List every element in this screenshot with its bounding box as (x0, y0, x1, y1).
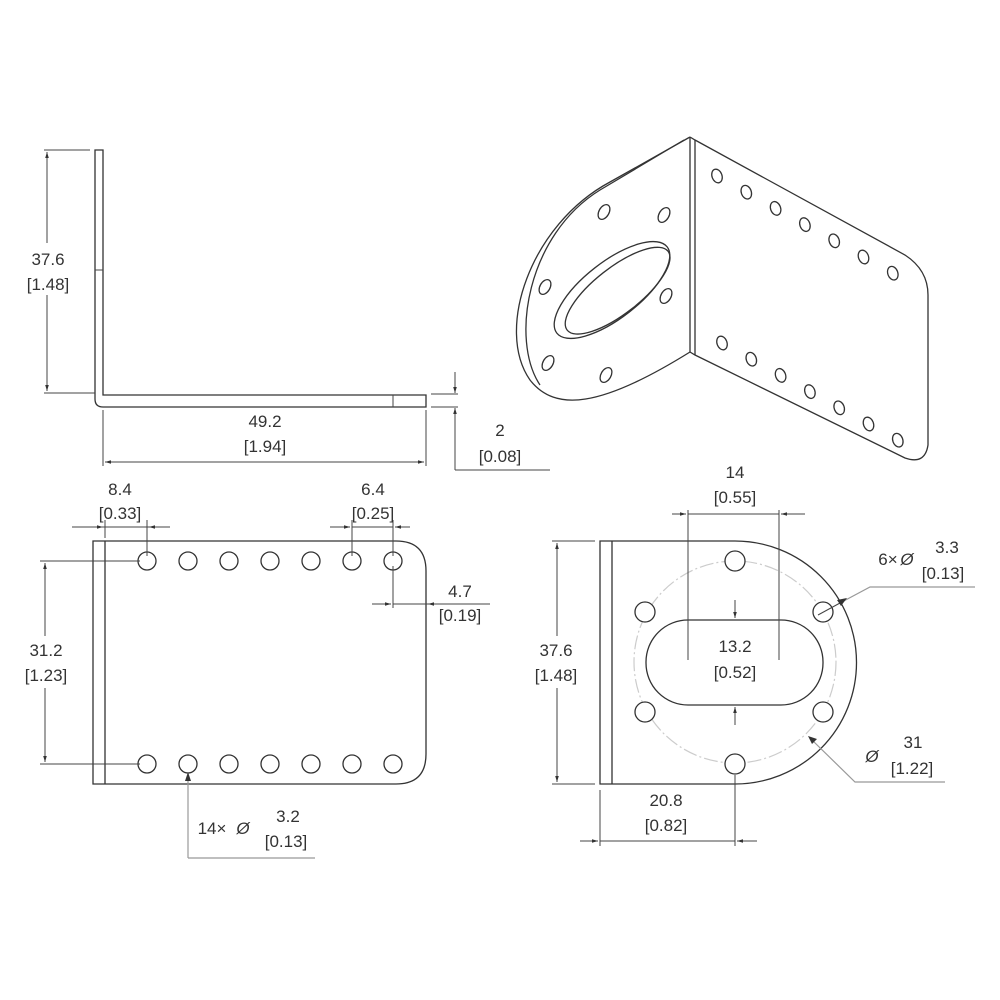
iso-hole (886, 265, 899, 281)
flange-hole-count: 6× (878, 550, 897, 569)
mounting-hole (219, 754, 239, 774)
flange-hole (724, 550, 746, 572)
mounting-hole (301, 754, 321, 774)
mounting-hole (260, 551, 280, 571)
hole-edge-in: [0.19] (439, 606, 482, 625)
iso-hole (745, 351, 758, 367)
flange-hole-in: [0.13] (922, 564, 965, 583)
iso-slot (553, 240, 671, 340)
iso-hole (740, 184, 753, 200)
thickness-mm: 2 (495, 421, 504, 440)
iso-hole (774, 367, 787, 383)
mounting-hole (301, 551, 321, 571)
hole-diameter-in: [0.13] (265, 832, 308, 851)
iso-plate (689, 136, 929, 461)
flange-hole (724, 753, 746, 775)
edge-offset-mm: 8.4 (108, 480, 132, 499)
mounting-hole (342, 754, 362, 774)
mounting-hole (137, 754, 157, 774)
row-spacing-mm: 31.2 (29, 641, 62, 660)
slot-length-in: [0.55] (714, 488, 757, 507)
iso-flange-hole (538, 278, 552, 296)
mounting-hole (383, 754, 403, 774)
flange-view: 14 [0.55] 13.2 [0.52] 37.6 [1.48] 20.8 [… (525, 463, 975, 846)
flange-height-mm: 37.6 (539, 641, 572, 660)
iso-hole (833, 400, 846, 416)
iso-flange-hole (541, 354, 555, 372)
iso-hole (828, 233, 841, 249)
thickness-in: [0.08] (479, 447, 522, 466)
flange-hole (634, 701, 656, 723)
mounting-hole (260, 754, 280, 774)
bolt-circle (633, 560, 837, 764)
bracket-profile (94, 149, 427, 408)
plate-view: 8.4 [0.33] 6.4 [0.25] 4.7 [0.19] 31.2 [1… (15, 480, 490, 859)
length-in: [1.94] (244, 437, 287, 456)
bolt-circle-in: [1.22] (891, 759, 934, 778)
iso-hole (769, 200, 782, 216)
iso-hole (711, 168, 723, 184)
flange-hole (634, 601, 656, 623)
isometric-view (515, 136, 929, 461)
hole-diameter-mm: 3.2 (276, 807, 300, 826)
motor-slot (645, 619, 824, 706)
hole-pitch-mm: 6.4 (361, 480, 385, 499)
diameter-symbol: Ø (235, 819, 251, 838)
mounting-hole (178, 754, 198, 774)
iso-hole (857, 249, 870, 265)
row-spacing-in: [1.23] (25, 666, 68, 685)
slot-width-mm: 13.2 (718, 637, 751, 656)
center-offset-in: [0.82] (645, 816, 688, 835)
hole-edge-mm: 4.7 (448, 582, 472, 601)
iso-hole (716, 335, 728, 351)
mounting-hole (178, 551, 198, 571)
iso-hole (891, 432, 904, 448)
iso-flange (515, 136, 691, 401)
plate-outline (92, 540, 427, 785)
hole-pitch-in: [0.25] (352, 504, 395, 523)
length-mm: 49.2 (248, 412, 281, 431)
flange-diameter-symbol: Ø (899, 550, 915, 569)
flange-outline (599, 540, 858, 785)
side-view: 37.6 [1.48] 49.2 [1.94] 2 [0.08] (20, 149, 550, 471)
flange-hole (812, 701, 834, 723)
hole-count: 14× (198, 819, 227, 838)
center-offset-mm: 20.8 (649, 791, 682, 810)
edge-offset-in: [0.33] (99, 504, 142, 523)
iso-hole (862, 416, 875, 432)
height-in: [1.48] (27, 275, 70, 294)
iso-flange-hole (659, 287, 673, 305)
height-mm: 37.6 (31, 250, 64, 269)
bolt-circle-mm: 31 (904, 733, 923, 752)
iso-flange-hole (597, 203, 611, 221)
iso-hole (798, 217, 811, 233)
slot-width-in: [0.52] (714, 663, 757, 682)
flange-height-in: [1.48] (535, 666, 578, 685)
bolt-circle-symbol: Ø (864, 747, 880, 766)
flange-hole-mm: 3.3 (935, 538, 959, 557)
iso-flange-hole (599, 366, 613, 384)
iso-flange-hole (657, 206, 671, 224)
iso-hole (803, 384, 816, 400)
mounting-hole (219, 551, 239, 571)
slot-length-mm: 14 (726, 463, 745, 482)
